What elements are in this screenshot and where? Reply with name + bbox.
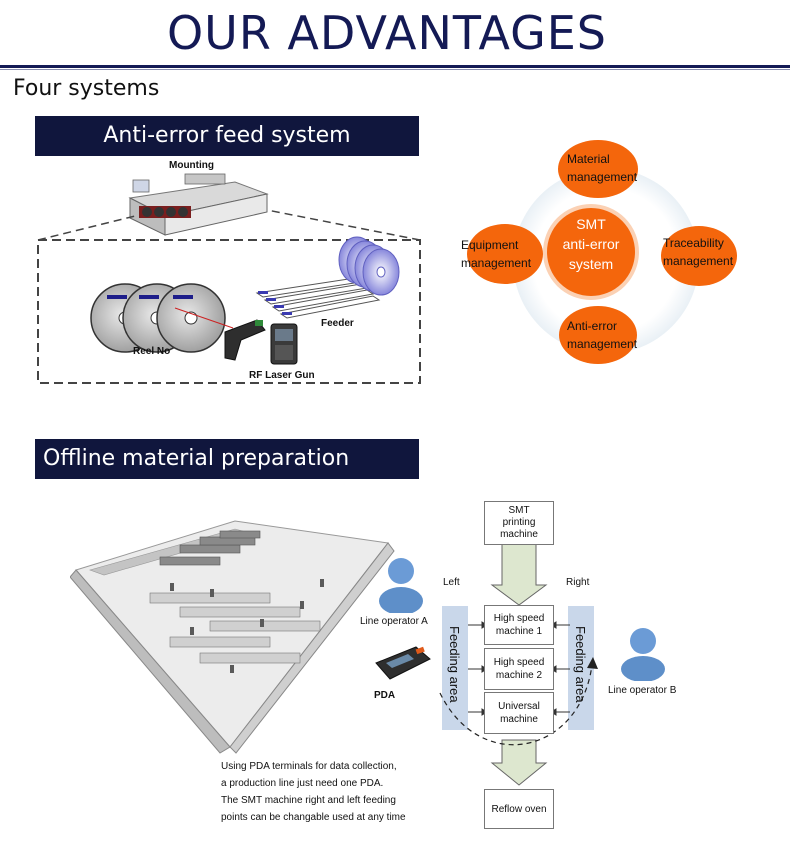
equipment-bubble bbox=[467, 224, 543, 284]
right-label: Right bbox=[566, 577, 590, 588]
offline-preparation-banner: Offline material preparation system bbox=[35, 439, 419, 511]
operator-b-avatar bbox=[620, 625, 666, 682]
feeding-area-left bbox=[442, 606, 468, 730]
page-title: OUR ADVANTAGES bbox=[166, 6, 608, 60]
pda-device bbox=[372, 645, 434, 687]
title-divider bbox=[0, 65, 790, 68]
laser-gun-icon bbox=[224, 319, 266, 361]
factory-floor-illustration bbox=[69, 515, 400, 755]
anti-error-management-label: Anti-error management bbox=[567, 319, 638, 351]
smt-system-diagram: SMT anti-error system Material managemen… bbox=[455, 140, 790, 370]
operator-b-label: Line operator B bbox=[608, 685, 677, 696]
anti-error-bubble bbox=[559, 306, 637, 364]
pda-icon bbox=[375, 646, 431, 680]
person-icon bbox=[379, 558, 423, 615]
title-divider-thin bbox=[0, 69, 790, 70]
center-text: SMT anti-error system bbox=[562, 216, 620, 272]
operator-a-avatar bbox=[378, 555, 424, 615]
factory-floor-figure bbox=[69, 520, 395, 754]
feeding-area-right-label: Feeding area bbox=[573, 626, 588, 703]
reflow-oven-box: Reflow oven bbox=[484, 789, 554, 829]
material-bubble bbox=[558, 140, 638, 198]
anti-error-banner: Anti-error feed system bbox=[35, 116, 419, 156]
operator-a-label: Line operator A bbox=[360, 616, 428, 627]
mounting-machine-icon bbox=[128, 173, 269, 236]
feeder-icon bbox=[255, 277, 381, 319]
reel-icon bbox=[90, 283, 234, 353]
material-management-label: Material management bbox=[567, 152, 638, 184]
section-subtitle: Four systems bbox=[13, 76, 160, 101]
left-label: Left bbox=[443, 577, 460, 588]
person-icon bbox=[621, 628, 665, 682]
feeding-area-left-label: Feeding area bbox=[447, 626, 462, 703]
mounting-label: Mounting bbox=[169, 160, 214, 171]
pda-label: PDA bbox=[374, 690, 396, 701]
component-reel-stack-icon bbox=[338, 236, 400, 296]
traceability-bubble bbox=[661, 226, 737, 286]
rf-laser-gun-label: RF Laser Gun bbox=[249, 370, 315, 381]
anti-error-figure bbox=[37, 173, 421, 384]
pda-usage-note: Using PDA terminals for data collection,… bbox=[221, 761, 406, 823]
equipment-management-label: Equipment management bbox=[461, 238, 532, 270]
traceability-management-label: Traceability management bbox=[663, 236, 734, 268]
anti-error-illustration: Mounting Reel No Feeder RF Laser Gun bbox=[35, 160, 425, 390]
feeder-label: Feeder bbox=[321, 318, 354, 329]
reel-label: Reel No bbox=[133, 346, 171, 357]
center-bubble bbox=[543, 204, 639, 300]
rf-terminal-icon bbox=[270, 323, 298, 365]
